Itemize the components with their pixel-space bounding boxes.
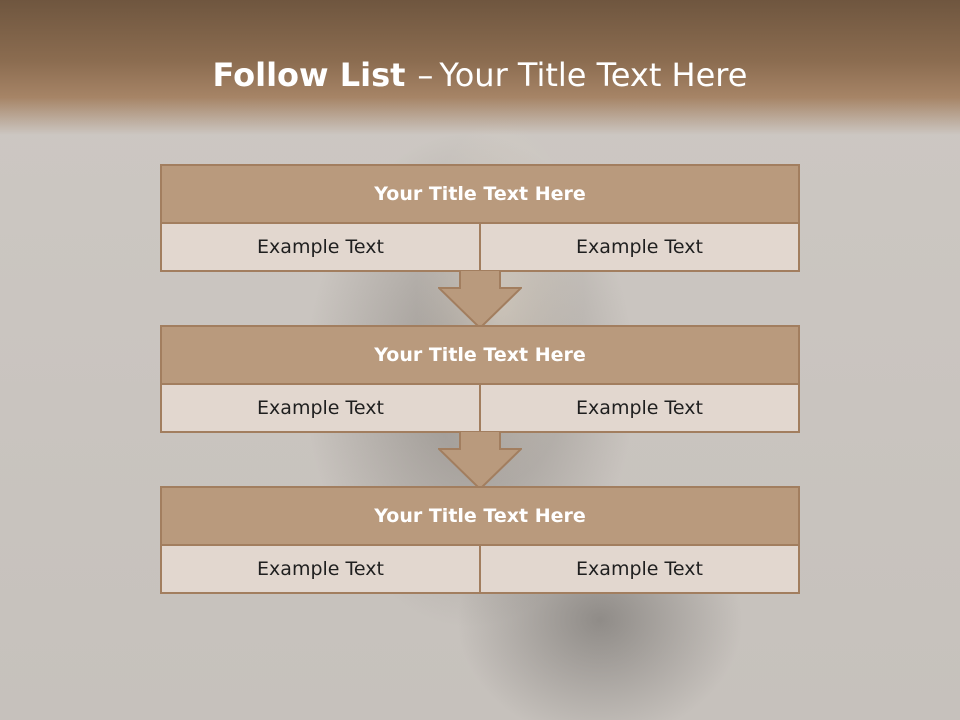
step-title: Your Title Text Here bbox=[162, 166, 798, 224]
step-cell-left: Example Text bbox=[162, 224, 479, 270]
step-cell-left: Example Text bbox=[162, 546, 479, 592]
step-box-3: Your Title Text Here Example Text Exampl… bbox=[160, 486, 800, 594]
slide-title-bold: Follow List bbox=[212, 56, 406, 94]
step-cell-right: Example Text bbox=[479, 546, 798, 592]
step-title: Your Title Text Here bbox=[162, 327, 798, 385]
step-cell-right: Example Text bbox=[479, 385, 798, 431]
down-arrow-icon bbox=[438, 270, 522, 330]
step-cell-left: Example Text bbox=[162, 385, 479, 431]
slide-title-rest: Your Title Text Here bbox=[439, 56, 748, 94]
down-arrow-icon bbox=[438, 431, 522, 491]
step-cell-right: Example Text bbox=[479, 224, 798, 270]
step-box-2: Your Title Text Here Example Text Exampl… bbox=[160, 325, 800, 433]
step-box-1: Your Title Text Here Example Text Exampl… bbox=[160, 164, 800, 272]
header-band bbox=[0, 0, 960, 135]
step-title: Your Title Text Here bbox=[162, 488, 798, 546]
slide-title: Follow List–Your Title Text Here bbox=[0, 52, 960, 98]
slide-title-separator: – bbox=[417, 56, 434, 94]
